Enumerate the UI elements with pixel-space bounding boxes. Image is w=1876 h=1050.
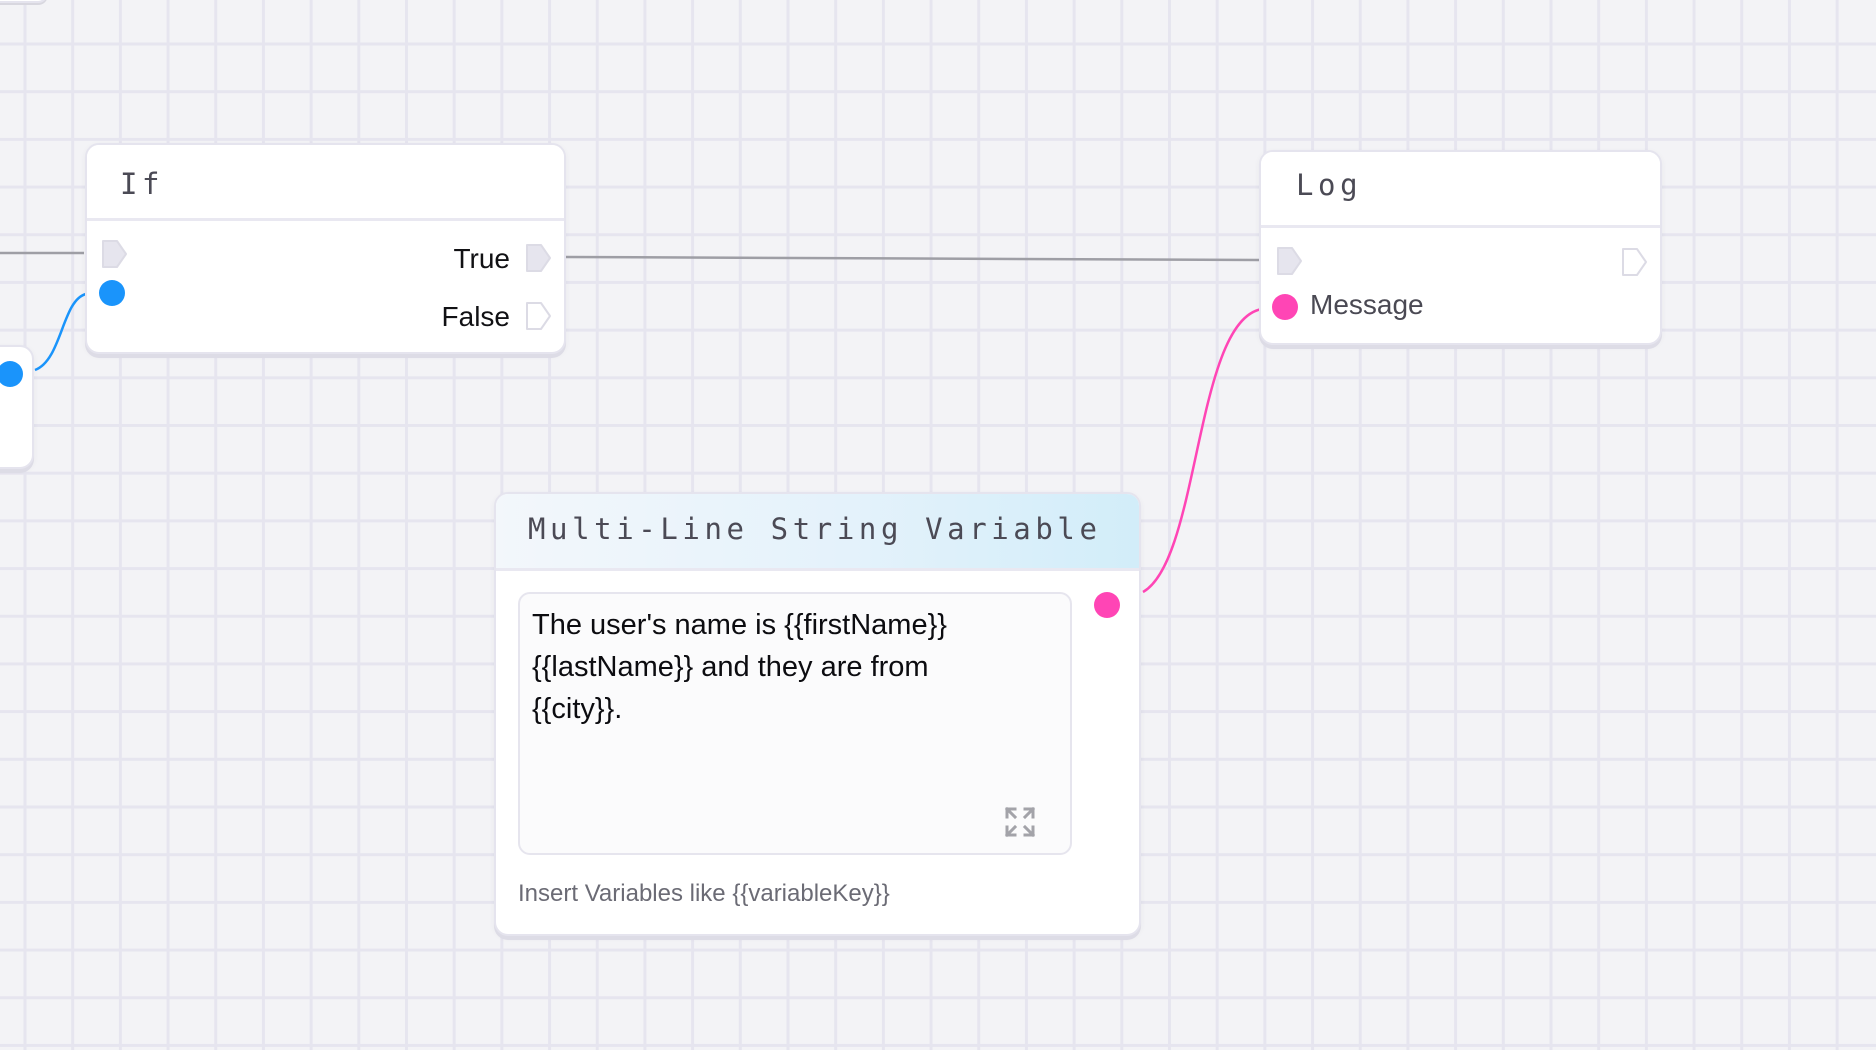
multiline-string-variable-node[interactable]: Multi-Line String Variable The user's na… [494, 492, 1141, 936]
log-exec-input-port[interactable] [1275, 245, 1303, 277]
exec-input-icon [102, 240, 127, 268]
string-output-port[interactable] [1094, 592, 1120, 618]
string-value-text: The user's name is {{firstName}} {{lastN… [532, 609, 947, 725]
log-node-header[interactable]: Log [1261, 152, 1660, 228]
log-node-title: Log [1296, 168, 1363, 202]
exec-output-empty-icon [526, 302, 551, 330]
if-true-output-port[interactable] [524, 242, 552, 274]
log-node[interactable]: Log Message [1259, 150, 1662, 345]
if-false-label: False [441, 301, 510, 332]
boolean-wire-into-if [34, 292, 87, 372]
if-node-header[interactable]: If [87, 145, 564, 221]
log-message-input-port[interactable] [1272, 294, 1298, 320]
string-value-textarea[interactable]: The user's name is {{firstName}} {{lastN… [518, 592, 1072, 855]
log-message-label: Message [1310, 289, 1424, 320]
variables-hint: Insert Variables like {{variableKey}} [518, 880, 890, 907]
exec-wire-true-to-log [565, 255, 1260, 262]
exec-input-icon [1277, 247, 1302, 275]
exec-output-filled-icon [526, 244, 551, 272]
if-exec-input-port[interactable] [100, 238, 128, 270]
offscreen-node-left[interactable] [0, 345, 34, 469]
offscreen-node-top[interactable] [0, 0, 48, 3]
exec-output-empty-icon [1622, 248, 1647, 276]
if-node[interactable]: If True False [85, 143, 566, 354]
multiline-node-header[interactable]: Multi-Line String Variable [496, 494, 1139, 571]
string-wire-to-log-message [1142, 307, 1263, 594]
multiline-node-title: Multi-Line String Variable [528, 512, 1102, 546]
if-false-output-port[interactable] [524, 300, 552, 332]
if-node-title: If [120, 167, 165, 201]
if-true-label: True [453, 243, 510, 274]
boolean-output-port[interactable] [0, 361, 23, 387]
log-exec-output-port[interactable] [1620, 246, 1648, 278]
if-condition-input-port[interactable] [99, 280, 125, 306]
expand-icon[interactable] [1003, 805, 1037, 839]
